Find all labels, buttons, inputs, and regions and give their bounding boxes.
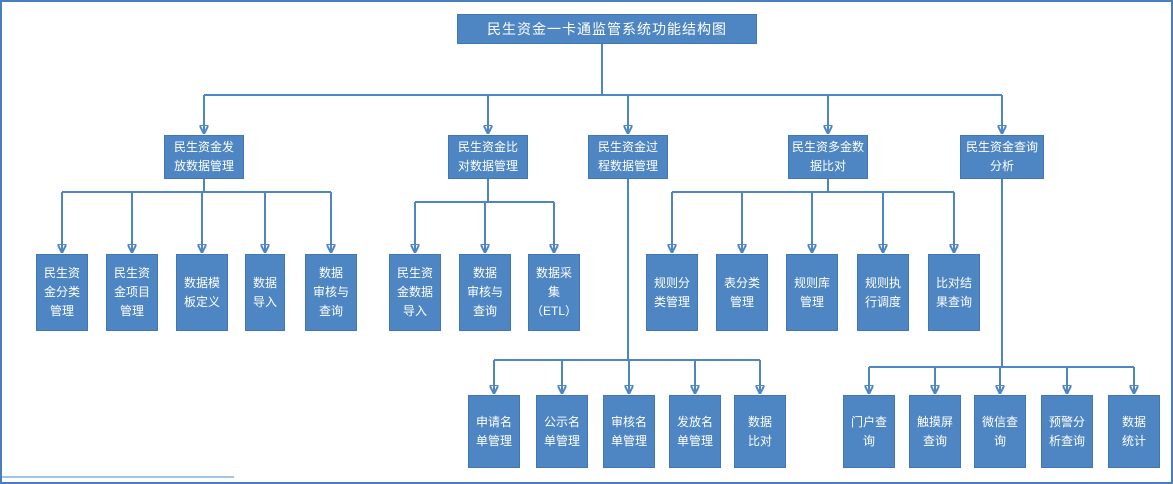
node-publicity-list-mgmt: 公示名 单管理 xyxy=(536,395,588,468)
node-portal-query: 门户查 询 xyxy=(843,395,895,468)
node-rule-exec-schedule: 规则执 行调度 xyxy=(857,254,909,331)
node-rule-category-mgmt: 规则分 类管理 xyxy=(646,254,698,331)
bottom-inner-border-segment xyxy=(2,476,234,478)
node-grant-list-mgmt: 发放名 单管理 xyxy=(669,395,721,468)
node-process-data-mgmt: 民生资金过 程数据管理 xyxy=(588,135,668,179)
node-data-etl: 数据采 集 （ETL） xyxy=(528,254,580,331)
node-data-compare: 数据 比对 xyxy=(734,395,786,468)
node-data-import: 数据 导入 xyxy=(245,254,285,331)
node-warning-analysis-query: 预警分 析查询 xyxy=(1041,395,1093,468)
node-data-template-def: 数据模 板定义 xyxy=(176,254,228,331)
node-data-audit-query-2: 数据 审核与 查询 xyxy=(459,254,511,331)
node-multi-data-compare: 民生资多金数 据比对 xyxy=(788,135,868,179)
node-audit-list-mgmt: 审核名 单管理 xyxy=(603,395,655,468)
node-fund-data-import: 民生资 金数据 导入 xyxy=(389,254,441,331)
node-data-audit-query: 数据 审核与 查询 xyxy=(305,254,357,331)
node-query-analysis: 民生资金查询 分析 xyxy=(960,135,1044,179)
node-compare-result-query: 比对结 果查询 xyxy=(928,254,980,331)
node-system-title: 民生资金一卡通监管系统功能结构图 xyxy=(457,14,757,44)
node-wechat-query: 微信查 询 xyxy=(974,395,1026,468)
node-fund-project-mgmt: 民生资 金项目 管理 xyxy=(106,254,158,331)
node-fund-category-mgmt: 民生资 金分类 管理 xyxy=(36,254,88,331)
node-comparison-data-mgmt: 民生资金比 对数据管理 xyxy=(448,135,528,179)
node-rule-lib-mgmt: 规则库 管理 xyxy=(786,254,838,331)
node-distribution-data-mgmt: 民生资金发 放数据管理 xyxy=(164,135,244,179)
node-touchscreen-query: 触摸屏 查询 xyxy=(909,395,961,468)
node-apply-list-mgmt: 申请名 单管理 xyxy=(468,395,520,468)
node-data-stats: 数据 统计 xyxy=(1108,395,1160,468)
node-table-category-mgmt: 表分类 管理 xyxy=(716,254,768,331)
